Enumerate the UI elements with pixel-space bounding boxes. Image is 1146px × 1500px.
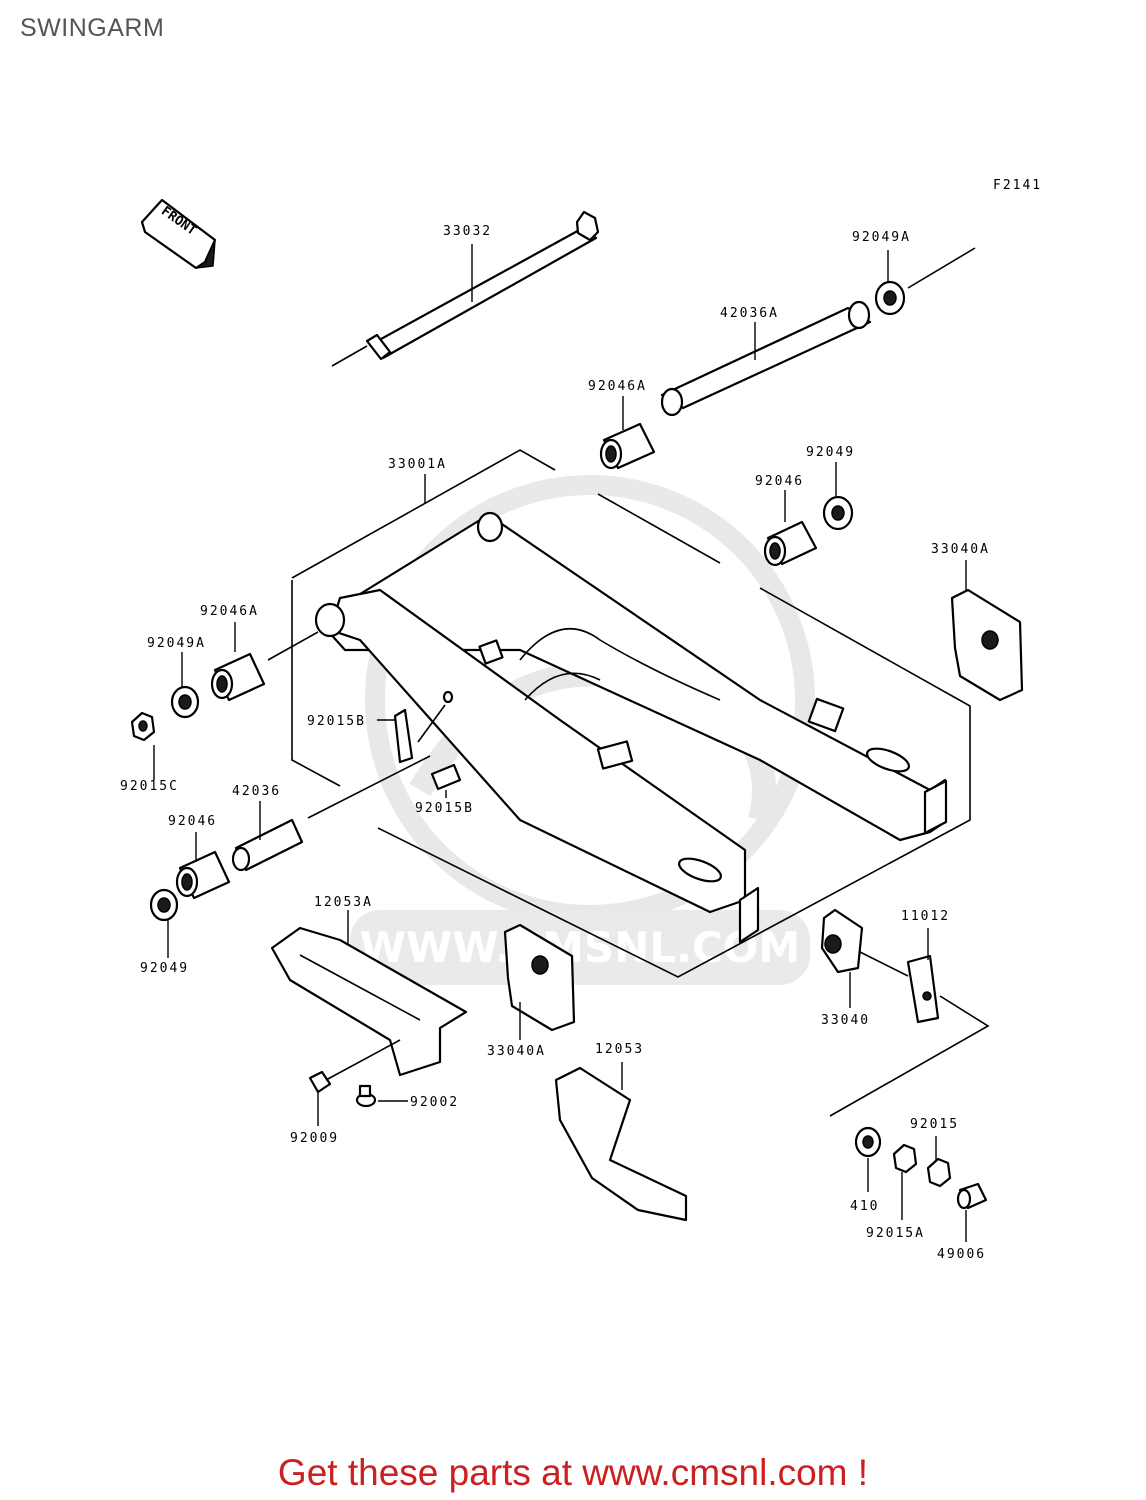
part-label: 92015 [910,1117,959,1132]
nut-92015 [926,1157,952,1188]
grease-nipple-92015B-lower [430,763,462,791]
washer-92049-lower [149,888,179,922]
nut-92015A [892,1143,918,1174]
part-label: 92015B [307,714,366,729]
part-label: 33001A [388,457,447,472]
part-label: 33040 [821,1013,870,1028]
part-label: 49006 [937,1247,986,1262]
figure-code: F2141 [993,178,1042,193]
pivot-shaft-33032 [331,210,600,367]
chain-adjuster-33040A-right [950,588,1024,702]
part-label: 92046A [588,379,647,394]
bearing-92046-lower [175,850,231,900]
part-label: 33032 [443,224,492,239]
part-label: 92049 [806,445,855,460]
part-label: 92015A [866,1226,925,1241]
washer-410 [854,1126,882,1158]
nut-92015C [130,711,156,742]
washer-92049A-left [170,685,200,719]
part-label: 92046A [200,604,259,619]
washer-92049-right [822,495,854,531]
bearing-92046A-top [599,422,656,470]
cap-49006 [956,1182,988,1210]
collar-42036A [660,300,872,417]
watermark-text: WWW.CMSNL.COM [360,923,801,972]
bearing-92046A-left [210,631,319,702]
part-labels: 33032 92049A 42036A 92046A 33001A 92049 … [120,224,990,1262]
part-label: 92002 [410,1095,459,1110]
swingarm-exploded-diagram: WWW.CMSNL.COM FRONT F2141 [120,178,1042,1262]
part-label: 11012 [901,909,950,924]
part-label: 92046 [168,814,217,829]
bearing-92046-right [763,520,818,567]
page-title: SWINGARM [20,14,165,42]
collar-42036 [231,755,431,872]
chain-adjuster-33040A-lower [503,923,576,1032]
washer-92049A-top [874,247,976,316]
part-label: 92009 [290,1131,339,1146]
part-label: 33040A [931,542,990,557]
chain-guard-12053 [554,1066,688,1222]
grease-nipple-92015B-upper [393,690,454,764]
part-label: 33040A [487,1044,546,1059]
part-label: 92049A [147,636,206,651]
plate-11012 [829,954,990,1117]
bolt-92009 [308,1039,401,1094]
screw-92002 [355,1084,377,1108]
part-label: 410 [850,1199,879,1214]
swingarm-boundary-lines [291,449,971,978]
swingarm-33001A [314,511,948,944]
chain-slider-12053A [270,926,468,1077]
part-label: 12053 [595,1042,644,1057]
part-label: 42036A [720,306,779,321]
part-label: 92049 [140,961,189,976]
footer-link[interactable]: Get these parts at www.cmsnl.com ! [277,1452,869,1493]
part-label: 92015B [415,801,474,816]
part-label: 92046 [755,474,804,489]
part-label: 92015C [120,779,179,794]
leader-lines [153,244,967,1242]
part-label: 42036 [232,784,281,799]
part-label: 92049A [852,230,911,245]
chain-adjuster-33040 [820,908,909,977]
part-label: 12053A [314,895,373,910]
front-arrow-icon: FRONT [140,198,217,270]
